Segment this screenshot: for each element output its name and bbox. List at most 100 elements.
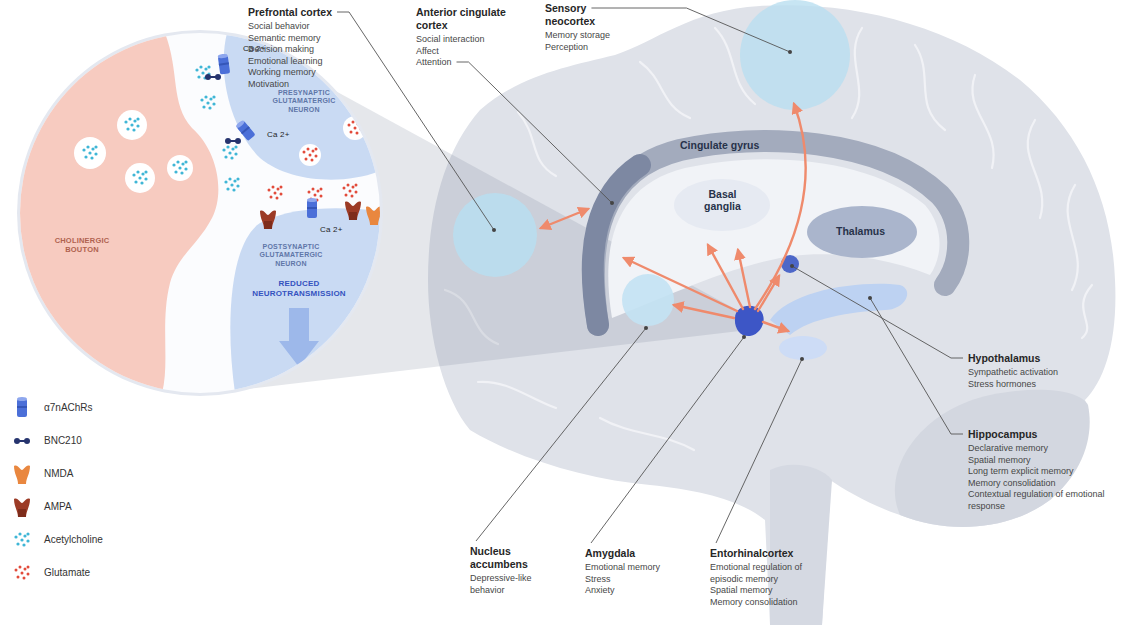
bnc210-molecule — [205, 74, 221, 80]
callout-heading: Hippocampus — [968, 428, 1037, 441]
vesicle-content — [348, 121, 363, 135]
legend-text: α7nAChRs — [44, 401, 93, 415]
callout-item: Contextual regulation of emotional respo… — [968, 489, 1108, 512]
vesicle — [299, 144, 321, 166]
callout-item: Affect — [416, 46, 439, 58]
accumbens-highlight — [622, 274, 674, 326]
callout-heading: Prefrontal cortex — [248, 6, 332, 19]
vesicle — [125, 163, 155, 193]
projection-arrow — [758, 276, 779, 311]
part-label: CHOLINERGIC BOUTON — [40, 236, 124, 254]
vesicle — [167, 155, 193, 181]
cholinergic-bouton-outline — [20, 33, 220, 393]
presynaptic-receptors — [205, 53, 256, 144]
gyrus-line — [1068, 185, 1078, 290]
callout-item: Stress — [585, 574, 611, 586]
ampa-receptor — [345, 202, 361, 220]
callout-item: Semantic memory — [248, 33, 321, 45]
leader-line — [337, 12, 494, 230]
hippocampus-region — [770, 284, 907, 335]
projection-arrows — [541, 104, 806, 331]
region-label-group: Thalamus — [836, 225, 906, 237]
prefrontal-callout: Prefrontal cortexSocial behaviorSemantic… — [248, 6, 398, 90]
leader-line — [792, 266, 963, 358]
hypothalamus-callout: HypothalamusSympathetic activationStress… — [968, 352, 1108, 390]
callout-item: Depressive-like behavior — [470, 573, 546, 596]
callout-item: Perception — [545, 42, 588, 54]
ion-label: Ca 2+ — [320, 225, 343, 235]
projection-arrow — [674, 305, 734, 318]
legend-ampa-symbol — [14, 499, 30, 517]
gyrus-line — [518, 112, 556, 176]
callout-item: Motivation — [248, 79, 289, 91]
amygdala-callout: AmygdalaEmotional memoryStressAnxiety — [585, 547, 685, 597]
callout-item: Memory consolidation — [968, 478, 1056, 490]
prefrontal-highlight — [453, 193, 537, 277]
gyrus-line — [478, 382, 556, 408]
leader-line — [457, 62, 612, 203]
reduction-arrow — [279, 308, 319, 367]
callout-heading: Anterior cingulate cortex — [416, 6, 512, 32]
hippocampus-callout: HippocampusDeclarative memorySpatial mem… — [968, 428, 1108, 512]
vesicle-content — [132, 170, 147, 184]
neocortex-highlight — [740, 0, 850, 110]
acetylcholine-cluster — [224, 177, 239, 191]
cholinergic-bouton: CHOLINERGIC BOUTON — [20, 33, 220, 393]
callout-item: Attention — [416, 57, 452, 69]
vesicle — [342, 60, 368, 86]
leader-dot — [742, 335, 746, 339]
region-label: Thalamus — [836, 225, 885, 237]
leader-line — [870, 298, 963, 434]
callout-item: Memory consolidation — [710, 597, 798, 609]
leader-dot — [492, 228, 496, 232]
callout-heading: Sensory neocortex — [545, 2, 615, 28]
synapse-details — [20, 33, 380, 393]
callout-item: Anxiety — [585, 585, 615, 597]
callout-item: Emotional learning — [248, 56, 323, 68]
callout-item: Social behavior — [248, 21, 310, 33]
effect-label: REDUCED NEUROTRANSMISSION — [245, 279, 353, 298]
synapse-zoom: CHOLINERGIC BOUTONPRESYNAPTIC GLUTAMATER… — [20, 33, 380, 393]
legend-acetylcholine-symbol — [14, 532, 29, 546]
ion-label: Ca 2+ — [267, 130, 290, 140]
vesicle-content — [124, 117, 139, 131]
postsynaptic-neuron-shape — [230, 208, 380, 393]
leader-dot — [800, 357, 804, 361]
entorhinal-callout: EntorhinalcortexEmotional regulation of … — [710, 547, 830, 608]
gyrus-line — [852, 28, 862, 118]
projection-arrow — [738, 250, 750, 307]
acetylcholine-cluster — [222, 145, 237, 159]
alpha7-receptor — [235, 119, 256, 141]
region-label: Basal ganglia — [695, 188, 750, 212]
alpha7-receptor — [218, 53, 231, 74]
gyrus-line — [1028, 120, 1043, 218]
legend-glutamate-symbol — [15, 566, 30, 580]
postsynaptic-neuron: POSTSYNAPTIC GLUTAMATERGIC NEURONCa 2+RE… — [205, 203, 380, 393]
glutamate-cluster — [343, 184, 358, 198]
nmda-receptor — [366, 207, 380, 225]
leader-line — [591, 8, 790, 52]
callout-item: Decision making — [248, 44, 314, 56]
bnc210-molecule — [225, 138, 241, 144]
legend-nmda-symbol — [14, 466, 30, 484]
legend-alpha7-symbol — [17, 397, 27, 417]
vesicle — [343, 116, 367, 140]
synapse-parts: CHOLINERGIC BOUTONPRESYNAPTIC GLUTAMATER… — [20, 33, 380, 393]
legend-text: AMPA — [44, 500, 72, 514]
cingulate-callout: Anterior cingulate cortexSocial interact… — [416, 6, 512, 69]
leader-dot — [790, 264, 794, 268]
callout-item: Working memory — [248, 67, 316, 79]
callout-item: Stress hormones — [968, 379, 1036, 391]
callout-item: Social interaction — [416, 34, 485, 46]
callout-item: Spatial memory — [710, 585, 773, 597]
vesicle-content — [348, 66, 363, 80]
callout-heading: Hypothalamus — [968, 352, 1040, 365]
alpha7-receptor — [307, 198, 317, 218]
cholinergic-bouton-shape — [20, 33, 218, 393]
legend-bnc210-symbol — [14, 438, 30, 444]
presynaptic-neuron-shape — [224, 33, 380, 180]
callout-heading: Nucleus accumbens — [470, 545, 546, 571]
projection-arrow — [763, 322, 788, 331]
leader-line — [716, 359, 802, 543]
